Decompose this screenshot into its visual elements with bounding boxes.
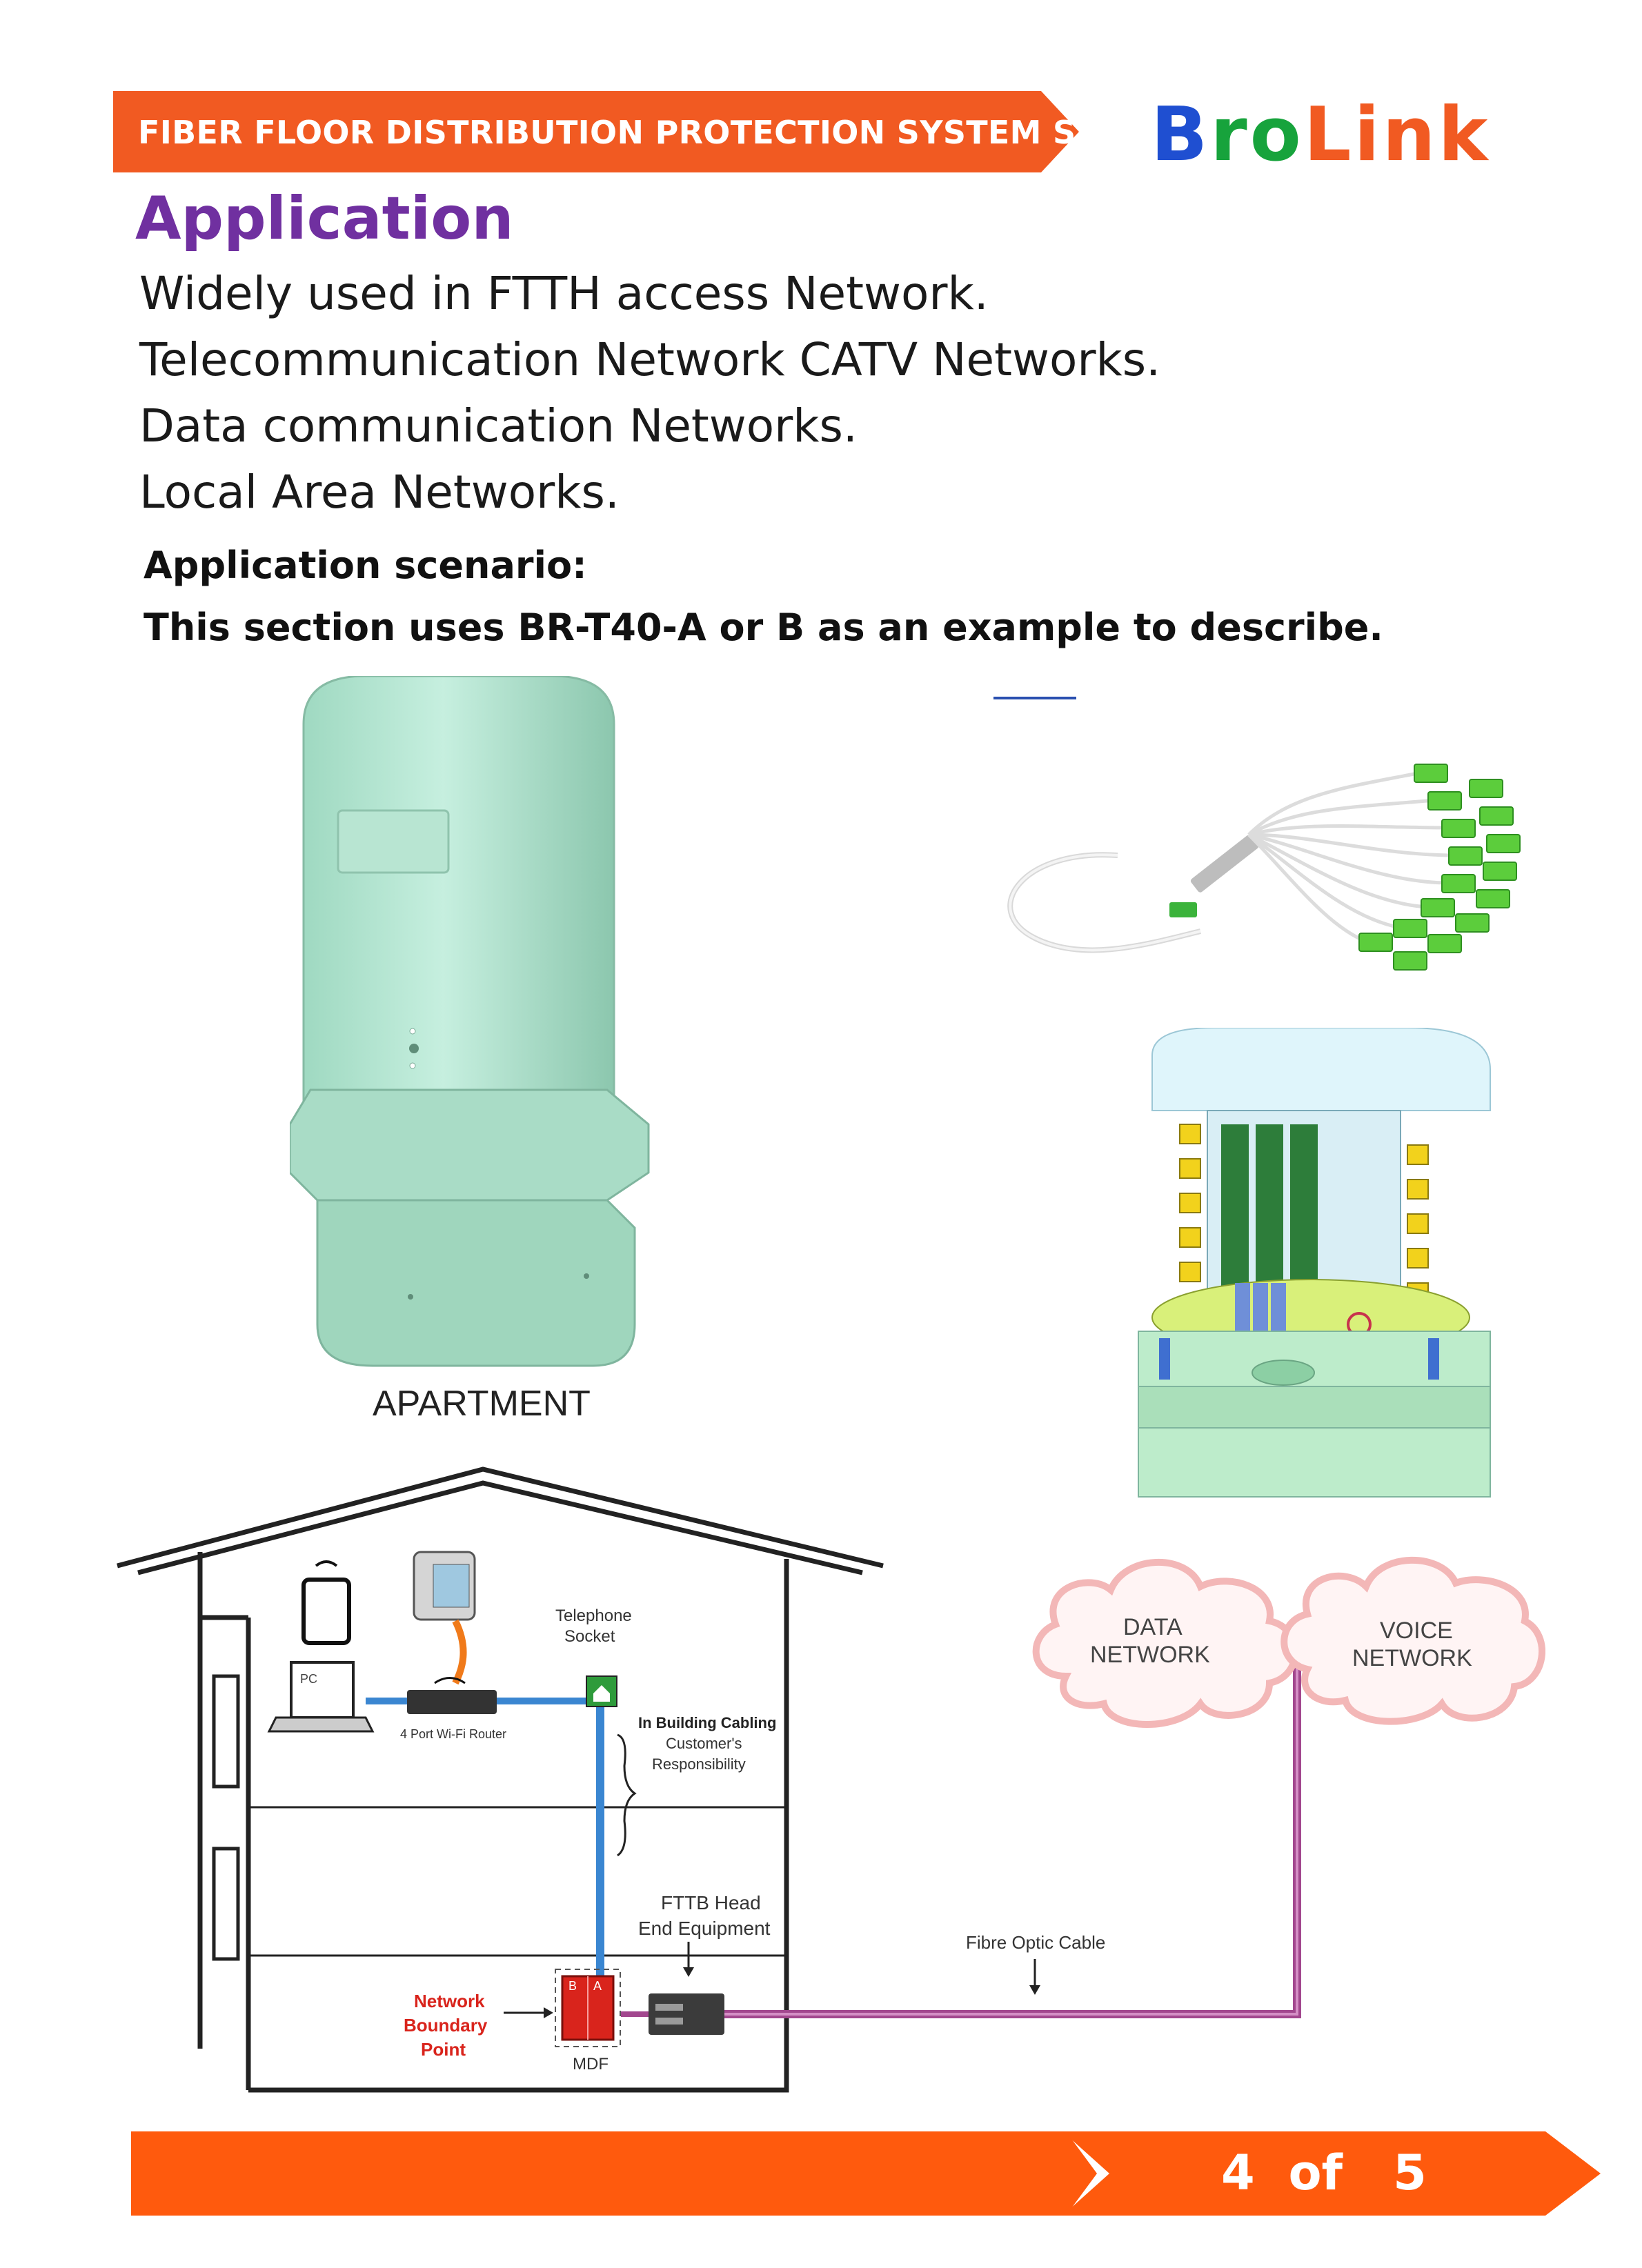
mdfb-label: B	[568, 1979, 577, 1993]
data1-label: DATA	[1123, 1614, 1183, 1640]
data2-label: NETWORK	[1090, 1642, 1210, 1668]
tel1-label: Telephone	[555, 1606, 632, 1625]
list-item: Data communication Networks.	[139, 399, 858, 452]
cab2-label: Customer's	[666, 1735, 742, 1752]
pc-label: PC	[300, 1672, 317, 1686]
cab3-label: Responsibility	[652, 1755, 746, 1773]
voice1-label: VOICE	[1380, 1618, 1453, 1644]
tel2-label: Socket	[564, 1627, 615, 1646]
list-item: Widely used in FTTH access Network.	[139, 267, 989, 320]
nbp3-label: Point	[421, 2039, 466, 2060]
footer-page-banner	[1062, 2131, 1601, 2216]
series-banner	[113, 91, 1079, 172]
scenario-text: This section uses BR-T40-A or B as an ex…	[144, 606, 1383, 649]
fttb2-label: End Equipment	[638, 1918, 771, 1939]
router-label: 4 Port Wi-Fi Router	[400, 1727, 506, 1741]
application-list: Widely used in FTTH access Network. Tele…	[139, 261, 1160, 526]
nbp1-label: Network	[414, 1991, 485, 2011]
cabinet-image	[290, 676, 650, 1367]
list-item: Local Area Networks.	[139, 466, 620, 519]
section-title: Application	[135, 184, 514, 253]
voice2-label: NETWORK	[1352, 1645, 1472, 1671]
fttb1-label: FTTB Head	[661, 1892, 761, 1913]
mdf-label: MDF	[573, 2055, 609, 2073]
brolink-logo: BroLink	[1151, 92, 1490, 174]
network-diagram: APARTMENT PC 4 Port Wi-Fi Router Telepho…	[117, 1384, 1545, 2093]
series-title: FIBER FLOOR DISTRIBUTION PROTECTION SYST…	[138, 114, 1180, 151]
page-number: 4 of 5	[1221, 2145, 1427, 2201]
list-item: Telecommunication Network CATV Networks.	[139, 333, 1161, 386]
fiber-splitter-image	[993, 697, 1521, 971]
scenario-block: Application scenario: This section uses …	[144, 535, 1383, 659]
fibre-label: Fibre Optic Cable	[966, 1932, 1105, 1953]
mdfa-label: A	[593, 1979, 602, 1993]
footer-banner	[131, 2131, 1097, 2216]
cabinet-cutaway-image	[1138, 1028, 1491, 1498]
scenario-heading: Application scenario:	[144, 544, 587, 587]
cab1-label: In Building Cabling	[638, 1714, 776, 1731]
nbp2-label: Boundary	[404, 2015, 488, 2036]
svg-text:BroLink: BroLink	[1151, 92, 1490, 174]
diagram-title-text: APARTMENT	[373, 1384, 591, 1424]
